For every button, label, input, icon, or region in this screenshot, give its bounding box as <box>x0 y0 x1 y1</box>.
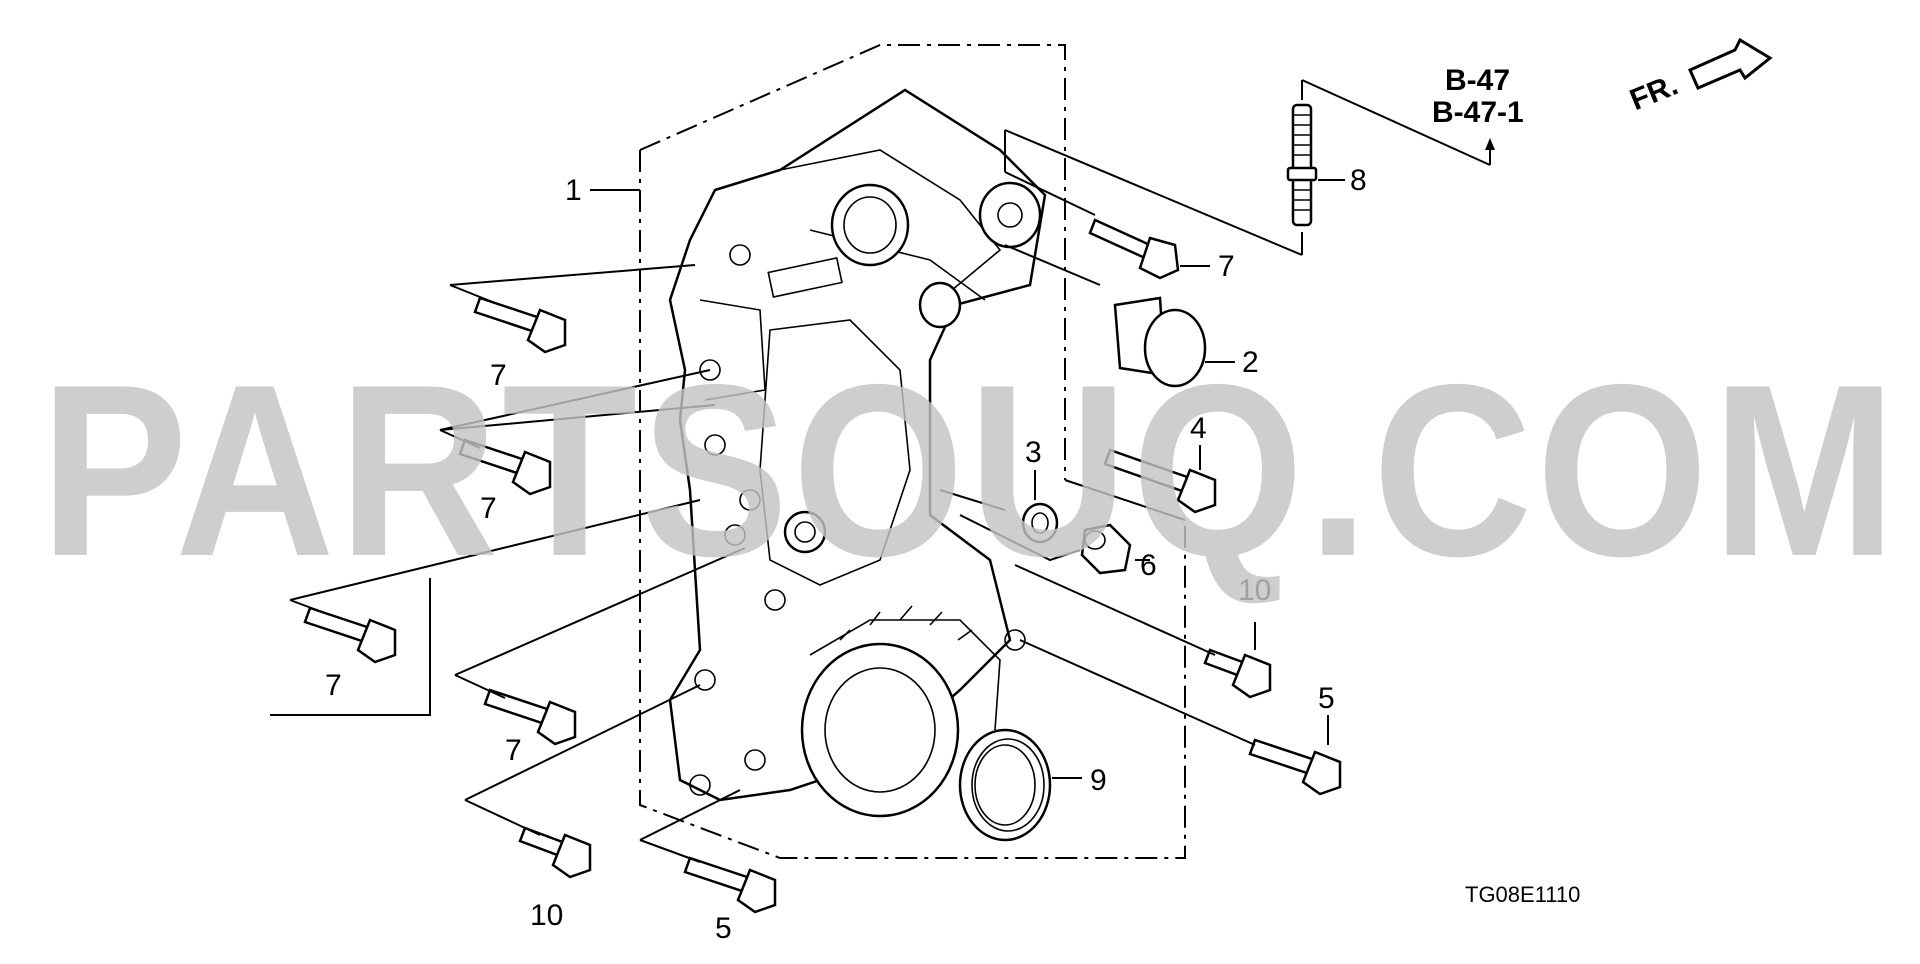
bolt-4[interactable] <box>1103 448 1217 514</box>
ref-code-b47-1: B-47-1 <box>1432 96 1524 129</box>
diagram-code: TG08E1110 <box>1465 882 1580 907</box>
bolt-7-upper-right[interactable] <box>1088 218 1180 280</box>
callout-4[interactable]: 4 <box>1190 412 1207 445</box>
callout-8[interactable]: 8 <box>1350 164 1367 197</box>
bolt-7-left-4[interactable] <box>483 688 577 746</box>
plug-bolt[interactable] <box>1080 523 1132 575</box>
oil-seal[interactable] <box>958 728 1052 842</box>
callout-7-left-3[interactable]: 7 <box>325 669 342 702</box>
bolt-7-left-2[interactable] <box>458 438 552 496</box>
callouts: 1 2 3 4 5 5 6 7 7 7 7 7 8 9 10 10 <box>325 164 1367 945</box>
callout-10-right[interactable]: 10 <box>1238 574 1271 607</box>
bolt-5-bottom[interactable] <box>683 856 777 914</box>
reference-codes: B-47 B-47-1 <box>1432 64 1524 129</box>
bolt-7-left-1[interactable] <box>473 296 567 354</box>
washer[interactable] <box>1021 502 1059 544</box>
cap[interactable] <box>1113 296 1207 388</box>
chain-case-cover[interactable] <box>668 88 1047 818</box>
callout-1[interactable]: 1 <box>565 174 582 207</box>
leader-lines <box>270 129 1345 863</box>
callout-5-right[interactable]: 5 <box>1318 682 1335 715</box>
ref-code-b47: B-47 <box>1445 64 1510 97</box>
front-direction-arrow: FR. <box>1625 37 1773 117</box>
bolt-10-right[interactable] <box>1203 648 1272 699</box>
stud-bolt[interactable] <box>1286 79 1495 255</box>
callout-3[interactable]: 3 <box>1025 436 1042 469</box>
callout-7-left-1[interactable]: 7 <box>490 359 507 392</box>
callout-5-bottom[interactable]: 5 <box>715 912 732 945</box>
callout-10-bottom[interactable]: 10 <box>530 899 563 932</box>
bolt-7-left-3[interactable] <box>303 606 397 664</box>
assembly-outline <box>639 44 1186 859</box>
bolt-10-bottom[interactable] <box>518 826 592 879</box>
bolt-5-right[interactable] <box>1248 738 1342 796</box>
callout-6[interactable]: 6 <box>1140 549 1157 582</box>
callout-7-left-4[interactable]: 7 <box>505 734 522 767</box>
callout-7-upper-right[interactable]: 7 <box>1218 250 1235 283</box>
watermark: PARTSOUQ.COM <box>40 333 1900 607</box>
callout-9[interactable]: 9 <box>1090 764 1107 797</box>
front-label: FR. <box>1625 68 1682 117</box>
callout-2[interactable]: 2 <box>1242 346 1259 379</box>
callout-7-left-2[interactable]: 7 <box>480 492 497 525</box>
